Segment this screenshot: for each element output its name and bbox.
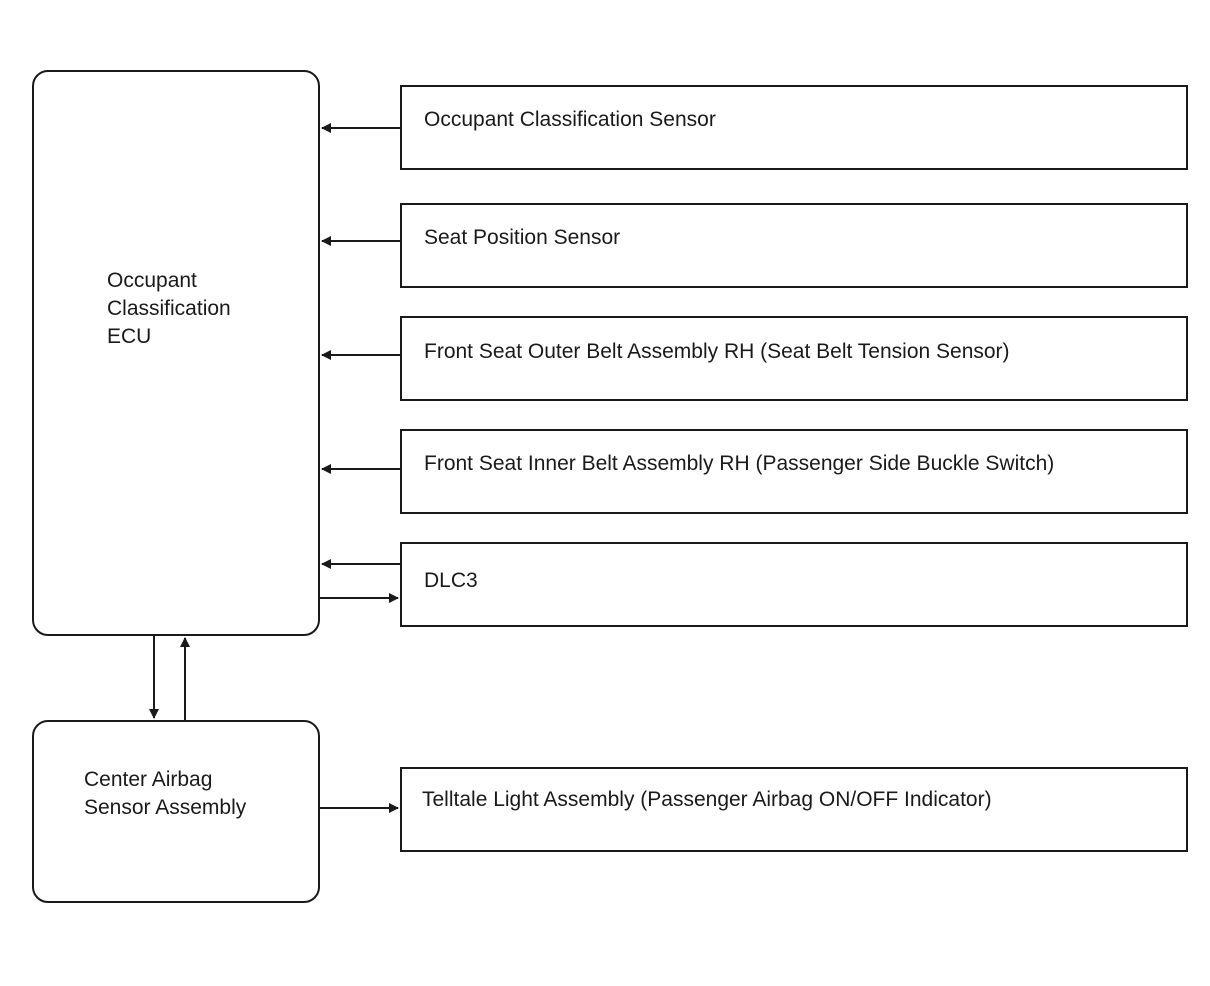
inner-belt-assembly-block: Front Seat Inner Belt Assembly RH (Passe… [400,429,1188,514]
center-airbag-sensor-block: Center Airbag Sensor Assembly [32,720,320,903]
occupant-classification-sensor-label: Occupant Classification Sensor [424,108,716,131]
telltale-light-label: Telltale Light Assembly (Passenger Airba… [422,788,992,811]
ecu-block: Occupant Classification ECU [32,70,320,636]
seat-position-sensor-label: Seat Position Sensor [424,226,621,249]
occupant-classification-sensor-block: Occupant Classification Sensor [400,85,1188,170]
seat-position-sensor-block: Seat Position Sensor [400,203,1188,288]
outer-belt-assembly-block: Front Seat Outer Belt Assembly RH (Seat … [400,316,1188,401]
dlc3-label: DLC3 [424,569,478,592]
center-airbag-sensor-label: Center Airbag Sensor Assembly [84,768,247,819]
telltale-light-block: Telltale Light Assembly (Passenger Airba… [400,767,1188,852]
dlc3-block: DLC3 [400,542,1188,627]
inner-belt-assembly-label: Front Seat Inner Belt Assembly RH (Passe… [424,452,1055,475]
outer-belt-assembly-label: Front Seat Outer Belt Assembly RH (Seat … [424,340,1010,363]
ecu-label: Occupant Classification ECU [107,269,231,348]
